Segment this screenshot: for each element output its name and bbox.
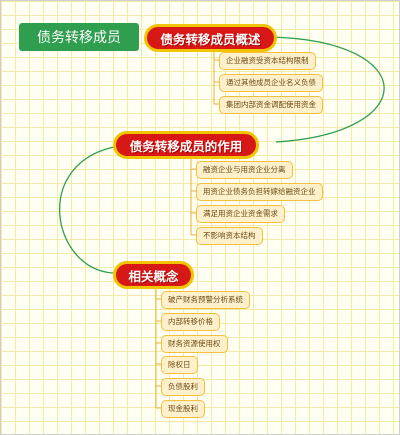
leaf-item[interactable]: 满足用资企业资金需求 (196, 205, 285, 223)
leaf-item[interactable]: 集团内部资金调配使用资金 (219, 96, 323, 114)
topic-function[interactable]: 债务转移成员的作用 (113, 131, 259, 159)
root-topic[interactable]: 债务转移成员 (19, 23, 139, 51)
leaf-item[interactable]: 不影响资本结构 (196, 227, 263, 245)
leaf-item[interactable]: 破产财务预警分析系统 (161, 291, 250, 309)
leaf-item[interactable]: 企业融资受资本结构限制 (219, 52, 316, 70)
branch-line-1 (213, 47, 219, 105)
leaf-item[interactable]: 现金股利 (161, 400, 205, 418)
flow-line-2 (58, 145, 120, 274)
flow-line-1 (270, 36, 385, 143)
branch-line-2 (190, 156, 196, 236)
topic-related-concepts[interactable]: 相关概念 (113, 261, 194, 289)
topic-title: 债务转移成员概述 (160, 31, 261, 47)
leaf-item[interactable]: 除权日 (161, 356, 198, 374)
branch-line-3 (155, 285, 161, 409)
leaf-item[interactable]: 内部转移价格 (161, 313, 220, 331)
leaf-item[interactable]: 用资企业债务负担转嫁给融资企业 (196, 183, 323, 201)
topic-title: 债务转移成员的作用 (129, 138, 243, 154)
leaf-item[interactable]: 负债股利 (161, 378, 205, 396)
topic-overview[interactable]: 债务转移成员概述 (144, 24, 277, 52)
topic-title: 相关概念 (128, 268, 179, 284)
leaf-item[interactable]: 通过其他成员企业名义负债 (219, 74, 323, 92)
leaf-item[interactable]: 财务资源使用权 (161, 335, 228, 353)
leaf-item[interactable]: 融资企业与用资企业分离 (196, 161, 293, 179)
